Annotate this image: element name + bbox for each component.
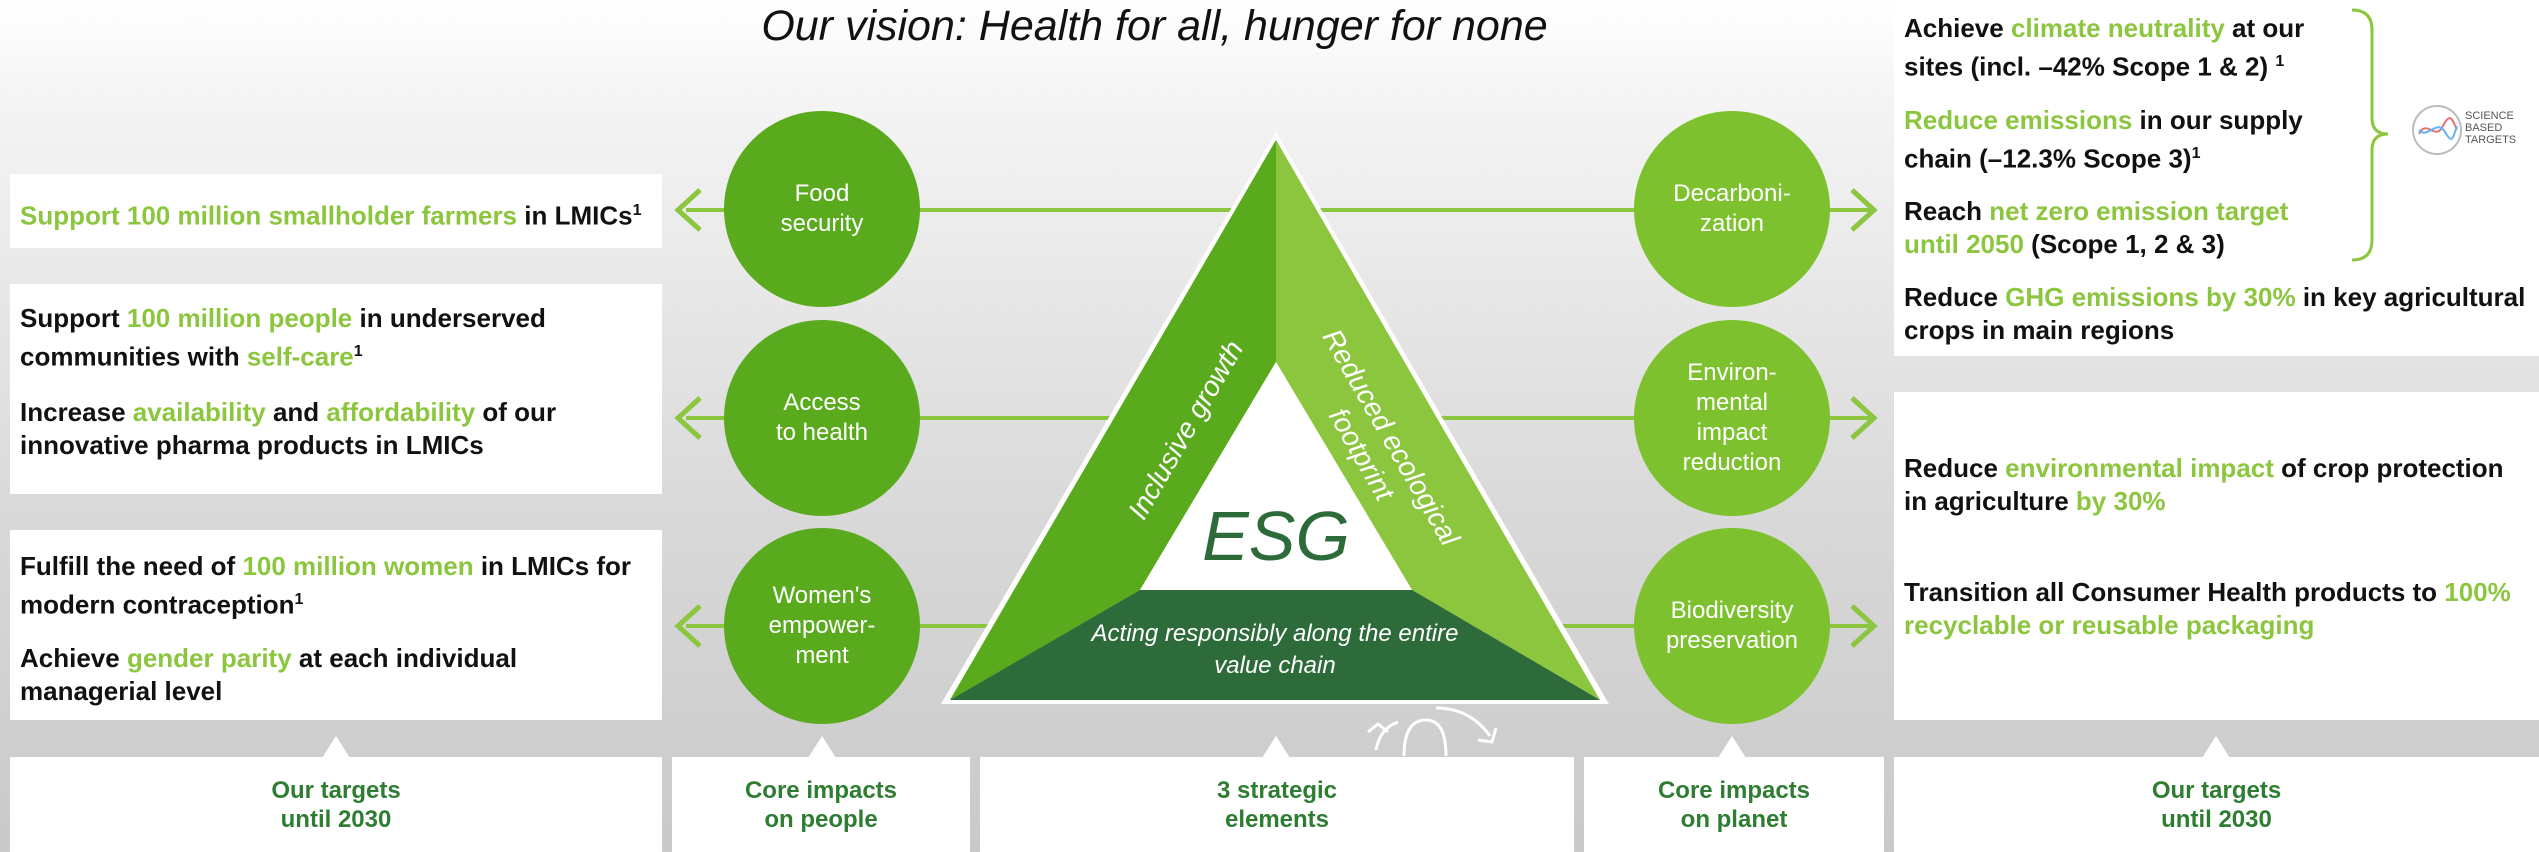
- circle-decarbonization: Decarboni- zation: [1634, 111, 1830, 307]
- circle-access-to-health: Access to health: [724, 320, 920, 516]
- triangle-bottom-label: Acting responsibly along the entire valu…: [1091, 620, 1459, 679]
- arrow-left-icon: [674, 604, 702, 648]
- arrow-right-icon: [1850, 396, 1878, 440]
- target-bio-text: Transition all Consumer Health products …: [1904, 577, 2511, 640]
- circle-environmental-impact: Environ- mental impact reduction: [1634, 320, 1830, 516]
- footer-strategic-elements: 3 strategic elements: [980, 757, 1574, 852]
- target-climate-c: Reach net zero emission target until 205…: [1904, 196, 2289, 260]
- arrow-right-icon: [1850, 188, 1878, 232]
- footer-notch: [1718, 736, 1746, 758]
- circle-womens-empowerment: Women's empower- ment: [724, 528, 920, 724]
- science-based-targets-logo: SCIENCE BASED TARGETS: [2411, 100, 2531, 160]
- cycle-icon: [1367, 706, 1498, 757]
- target-box-climate: Achieve climate neutrality at our sites …: [1894, 0, 2539, 356]
- footer-notch: [1262, 736, 1290, 758]
- target-climate-b: Reduce emissions in our supply chain (–1…: [1904, 104, 2303, 174]
- footer-notch: [322, 736, 350, 758]
- sbti-label: SCIENCE BASED TARGETS: [2465, 110, 2517, 146]
- target-box-women: Fulfill the need of 100 million women in…: [10, 530, 662, 720]
- footer-core-impacts-people: Core impacts on people: [672, 757, 970, 852]
- target-box-health: Support 100 million people in underserve…: [10, 284, 662, 494]
- footer-notch: [808, 736, 836, 758]
- footer-targets-planet: Our targets until 2030: [1894, 757, 2539, 852]
- target-women-b: Achieve gender parity at each individual…: [20, 642, 518, 706]
- target-health-a: Support 100 million people in underserve…: [20, 303, 546, 372]
- target-box-food: Support 100 million smallholder farmers …: [10, 174, 662, 248]
- target-env-text: Reduce environmental impact of crop prot…: [1904, 453, 2504, 516]
- circle-food-security: Food security: [724, 111, 920, 307]
- target-health-b: Increase availability and affordability …: [20, 396, 557, 460]
- brace-icon: [2351, 8, 2389, 262]
- footer-targets-people: Our targets until 2030: [10, 757, 662, 852]
- esg-label: ESG: [1202, 497, 1350, 575]
- footer-notch: [2202, 736, 2230, 758]
- target-climate-d: Reduce GHG emissions by 30% in key agric…: [1904, 282, 2526, 346]
- footer-core-impacts-planet: Core impacts on planet: [1584, 757, 1884, 852]
- target-women-a: Fulfill the need of 100 million women in…: [20, 551, 632, 620]
- target-box-env-bio: Reduce environmental impact of crop prot…: [1894, 392, 2539, 720]
- arrow-left-icon: [674, 188, 702, 232]
- page-title: Our vision: Health for all, hunger for n…: [761, 2, 1548, 50]
- triangle-bottom: [950, 590, 1600, 700]
- arrow-left-icon: [674, 396, 702, 440]
- arrow-right-icon: [1850, 604, 1878, 648]
- sbti-icon: [2412, 105, 2462, 155]
- target-food-text: Support 100 million smallholder farmers …: [20, 200, 642, 231]
- target-climate-a: Achieve climate neutrality at our sites …: [1904, 13, 2305, 82]
- esg-triangle: [941, 132, 1609, 704]
- circle-biodiversity: Biodiversity preservation: [1634, 528, 1830, 724]
